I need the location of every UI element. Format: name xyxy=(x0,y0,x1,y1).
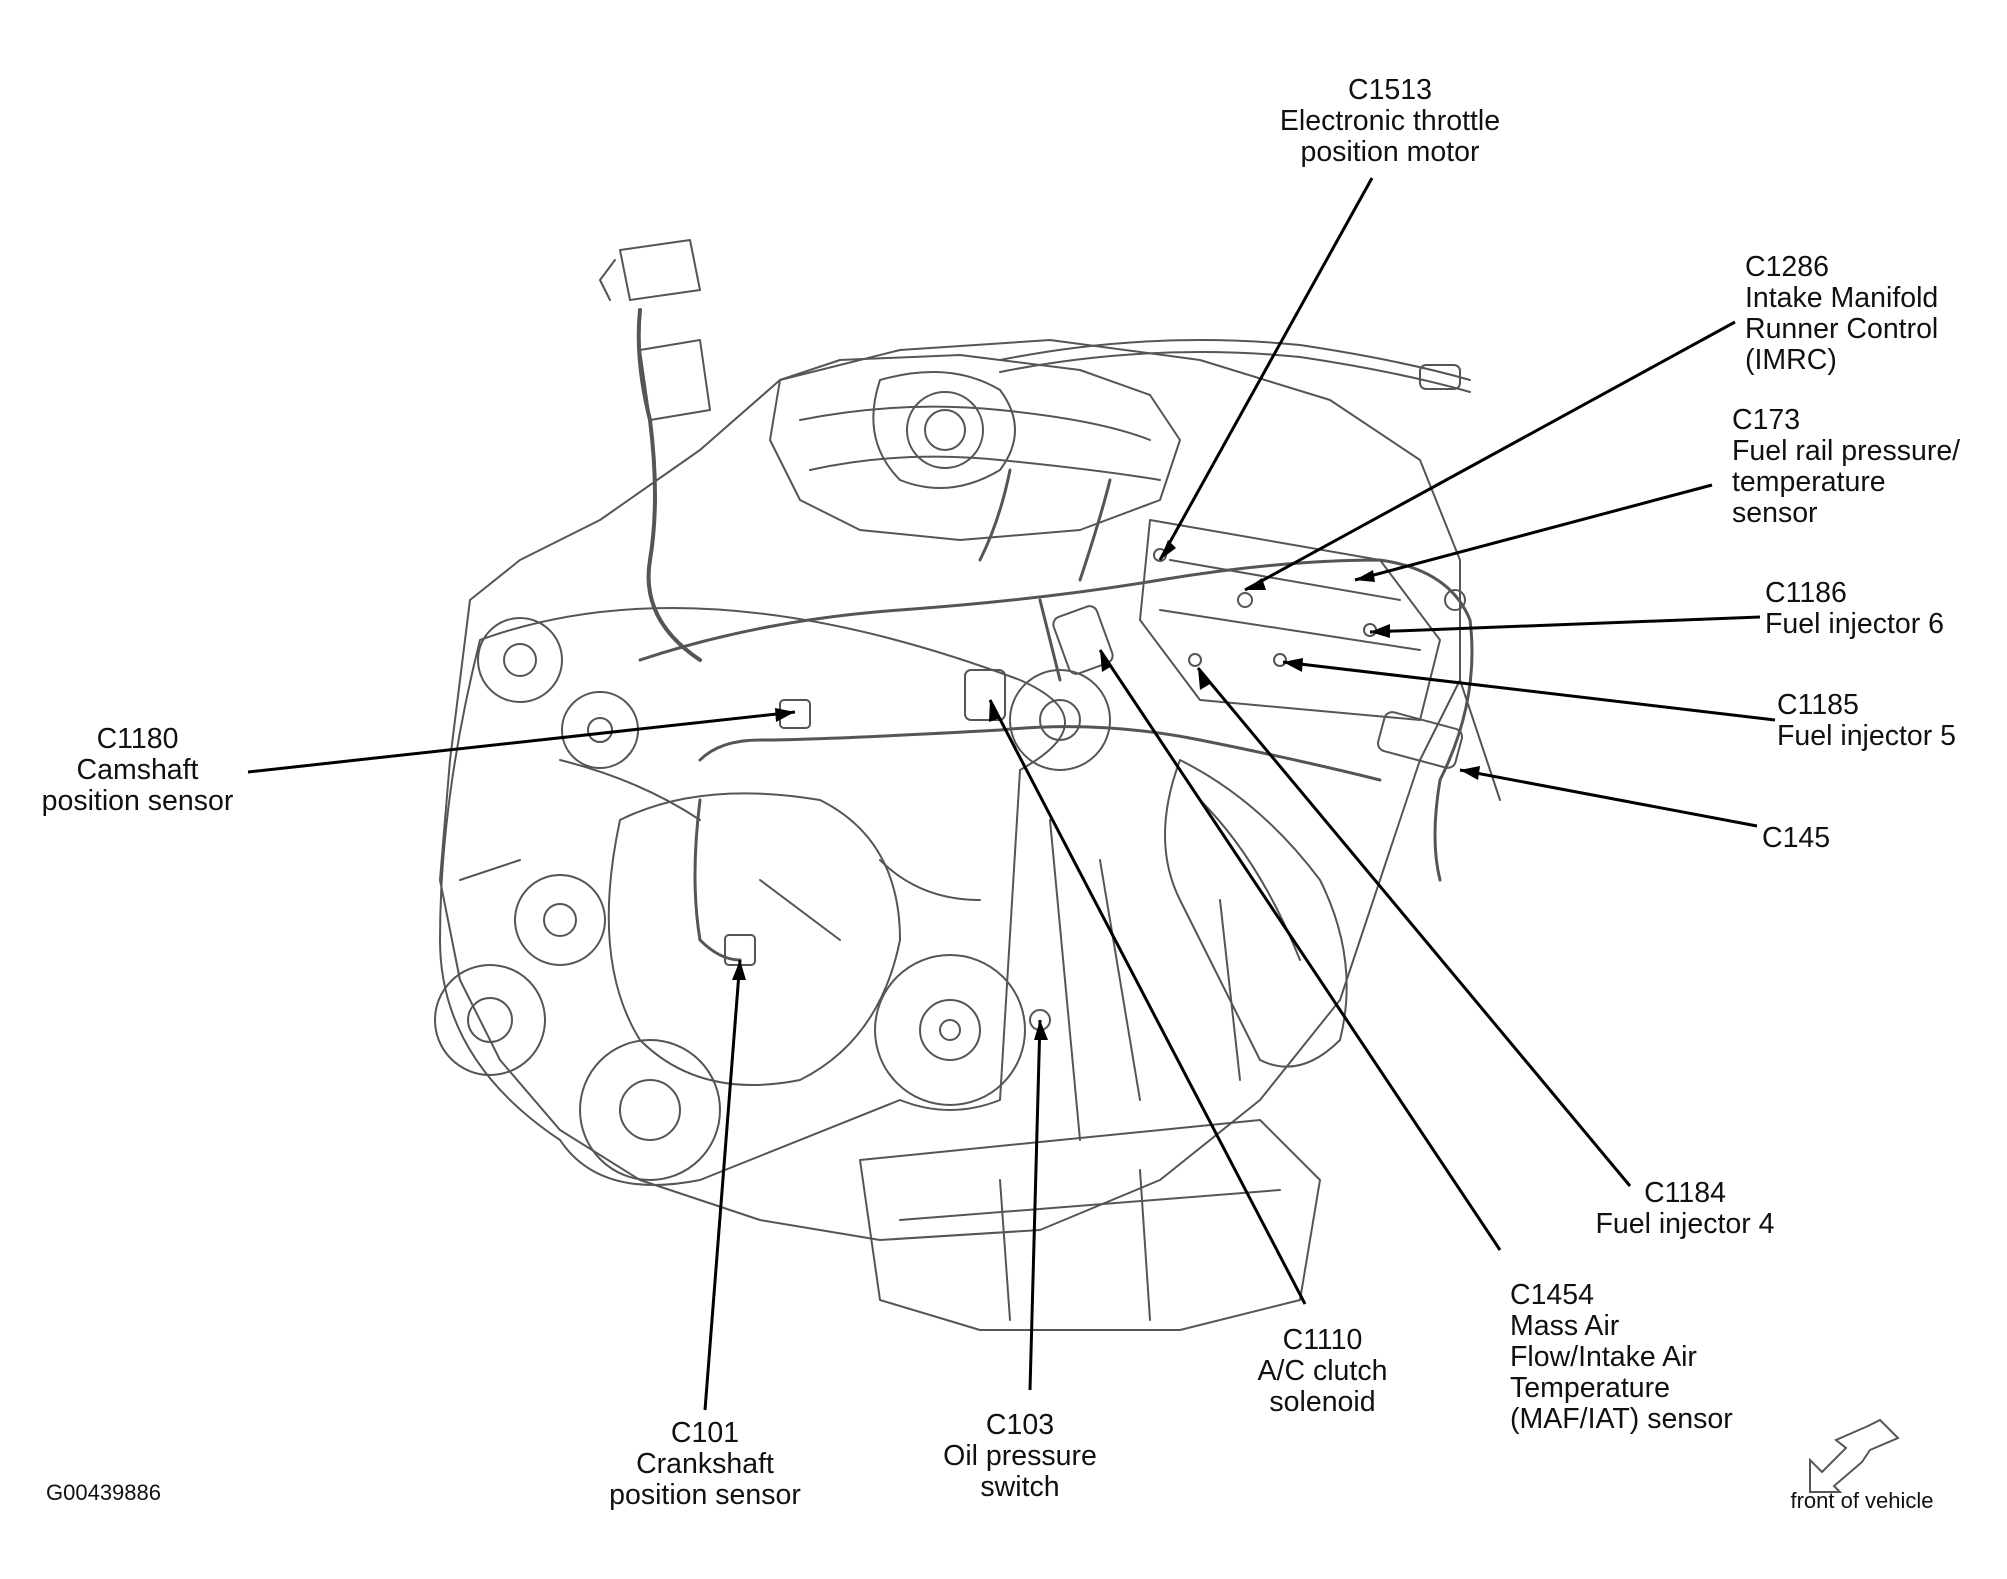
dangling-harness xyxy=(636,308,702,662)
ac-compressor-pulley xyxy=(1009,669,1111,771)
front-of-vehicle-label: front of vehicle xyxy=(1790,1488,1934,1513)
callout-c1186: C1186 Fuel injector 6 xyxy=(1765,578,1944,640)
callout-c1286: C1286 Intake Manifold Runner Control (IM… xyxy=(1745,252,1938,376)
callout-c103-line-2: switch xyxy=(980,1471,1060,1503)
callout-c1185: C1185 Fuel injector 5 xyxy=(1777,690,1956,752)
exhaust-manifold xyxy=(1164,759,1348,1068)
callout-c1180: C1180 Camshaft position sensor xyxy=(30,724,245,817)
callout-c103-line-1: Oil pressure xyxy=(943,1440,1097,1472)
accessory-belt xyxy=(439,607,1066,1186)
callout-c101-line-2: position sensor xyxy=(609,1479,801,1511)
callout-c1286-code: C1286 xyxy=(1745,251,1829,283)
callout-c1286-line-1: Intake Manifold xyxy=(1745,282,1939,314)
callout-c1184-line-1: Fuel injector 4 xyxy=(1595,1208,1775,1240)
callout-c1454-code: C1454 xyxy=(1510,1279,1594,1311)
callout-c1454-line-1: Mass Air xyxy=(1510,1310,1620,1342)
callout-c1286-line-3: (IMRC) xyxy=(1745,344,1837,376)
power-steering-pulley xyxy=(434,964,546,1076)
callout-c1180-line-2: position sensor xyxy=(41,785,234,817)
callout-c1185-code: C1185 xyxy=(1777,689,1859,721)
callout-c1513-line-2: position motor xyxy=(1300,136,1480,168)
c1184-leader xyxy=(1196,667,1632,1187)
c1454-leader xyxy=(1098,649,1502,1251)
callout-c1454-line-3: Temperature xyxy=(1510,1372,1670,1404)
c145-connector xyxy=(1376,711,1464,769)
c1286-leader xyxy=(1244,320,1736,592)
callout-c145-code: C145 xyxy=(1762,822,1831,854)
c1185-leader xyxy=(1282,660,1776,722)
callout-c101: C101 Crankshaft position sensor xyxy=(595,1418,815,1511)
intake-manifold xyxy=(769,354,1181,541)
callout-c1513: C1513 Electronic throttle position motor xyxy=(1240,75,1540,168)
callout-c1110-code: C1110 xyxy=(1282,1324,1363,1356)
callout-c1454: C1454 Mass Air Flow/Intake Air Temperatu… xyxy=(1510,1280,1733,1435)
oil-pan xyxy=(859,1119,1321,1331)
callout-c173-code: C173 xyxy=(1732,404,1801,436)
tensioner-pulley xyxy=(514,874,606,966)
callout-c103-code: C103 xyxy=(985,1409,1055,1441)
callout-c1513-code: C1513 xyxy=(1348,74,1432,106)
callout-c1186-code: C1186 xyxy=(1765,577,1847,609)
callout-c101-line-1: Crankshaft xyxy=(636,1448,774,1480)
callout-c173-line-1: Fuel rail pressure/ xyxy=(1732,435,1961,467)
c145-leader xyxy=(1459,768,1758,828)
timing-cover xyxy=(607,792,901,1086)
callout-c1180-code: C1180 xyxy=(96,723,179,755)
engine-outline xyxy=(439,339,1461,1241)
c1110-connector xyxy=(964,669,1006,721)
callout-c173-line-3: sensor xyxy=(1732,497,1818,529)
callout-c1186-line-1: Fuel injector 6 xyxy=(1765,608,1945,640)
water-pump-pulley xyxy=(874,954,1026,1106)
callout-c1454-line-2: Flow/Intake Air xyxy=(1510,1341,1697,1373)
callout-c1513-line-1: Electronic throttle xyxy=(1279,105,1501,137)
c1513-leader xyxy=(1158,177,1374,561)
callout-c1110-line-2: solenoid xyxy=(1269,1386,1376,1418)
callout-c1180-line-1: Camshaft xyxy=(76,754,199,786)
alternator-pulley xyxy=(477,617,563,703)
c1180-leader xyxy=(247,710,796,774)
c1110-leader xyxy=(988,699,1307,1305)
c103-leader xyxy=(1028,1019,1042,1391)
callout-c145: C145 xyxy=(1762,823,1830,854)
callout-c1184-code: C1184 xyxy=(1644,1177,1726,1209)
callout-c1110-line-1: A/C clutch xyxy=(1257,1355,1388,1387)
callout-c173: C173 Fuel rail pressure/ temperature sen… xyxy=(1732,405,1960,529)
c173-leader xyxy=(1354,483,1713,582)
callout-c173-line-2: temperature xyxy=(1732,466,1886,498)
callout-c101-code: C101 xyxy=(670,1417,740,1449)
upper-hose xyxy=(999,339,1471,381)
callout-c1185-line-1: Fuel injector 5 xyxy=(1777,720,1957,752)
callout-c1184: C1184 Fuel injector 4 xyxy=(1580,1178,1790,1240)
front-of-vehicle-arrow-icon xyxy=(1809,1418,1900,1493)
callout-c1286-line-2: Runner Control xyxy=(1745,313,1939,345)
crank-pulley xyxy=(579,1039,721,1181)
c101-leader xyxy=(703,959,742,1411)
callout-c103: C103 Oil pressure switch xyxy=(930,1410,1110,1503)
c1454-connector xyxy=(1052,605,1114,675)
c1186-leader xyxy=(1369,615,1761,634)
right-valve-cover xyxy=(1139,519,1441,721)
callout-c1110: C1110 A/C clutch solenoid xyxy=(1240,1325,1405,1418)
throttle-body xyxy=(872,371,1016,489)
figure-id: G00439886 xyxy=(46,1480,161,1505)
callout-c1454-line-4: (MAF/IAT) sensor xyxy=(1510,1403,1733,1435)
wiring-harness xyxy=(638,558,1474,882)
